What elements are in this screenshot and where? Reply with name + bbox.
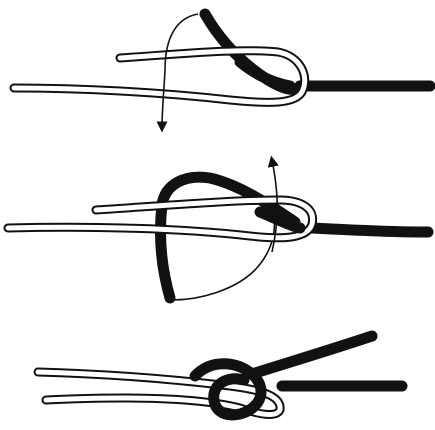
step-1-illustration (14, 14, 430, 128)
step-2-illustration (8, 160, 428, 300)
step-1-arrow (162, 14, 198, 128)
step-2-dark-rope (312, 228, 428, 232)
step-3-dark-rope-end (252, 336, 372, 374)
step-1-dark-overlap (240, 62, 290, 86)
step-3-illustration (38, 336, 402, 415)
